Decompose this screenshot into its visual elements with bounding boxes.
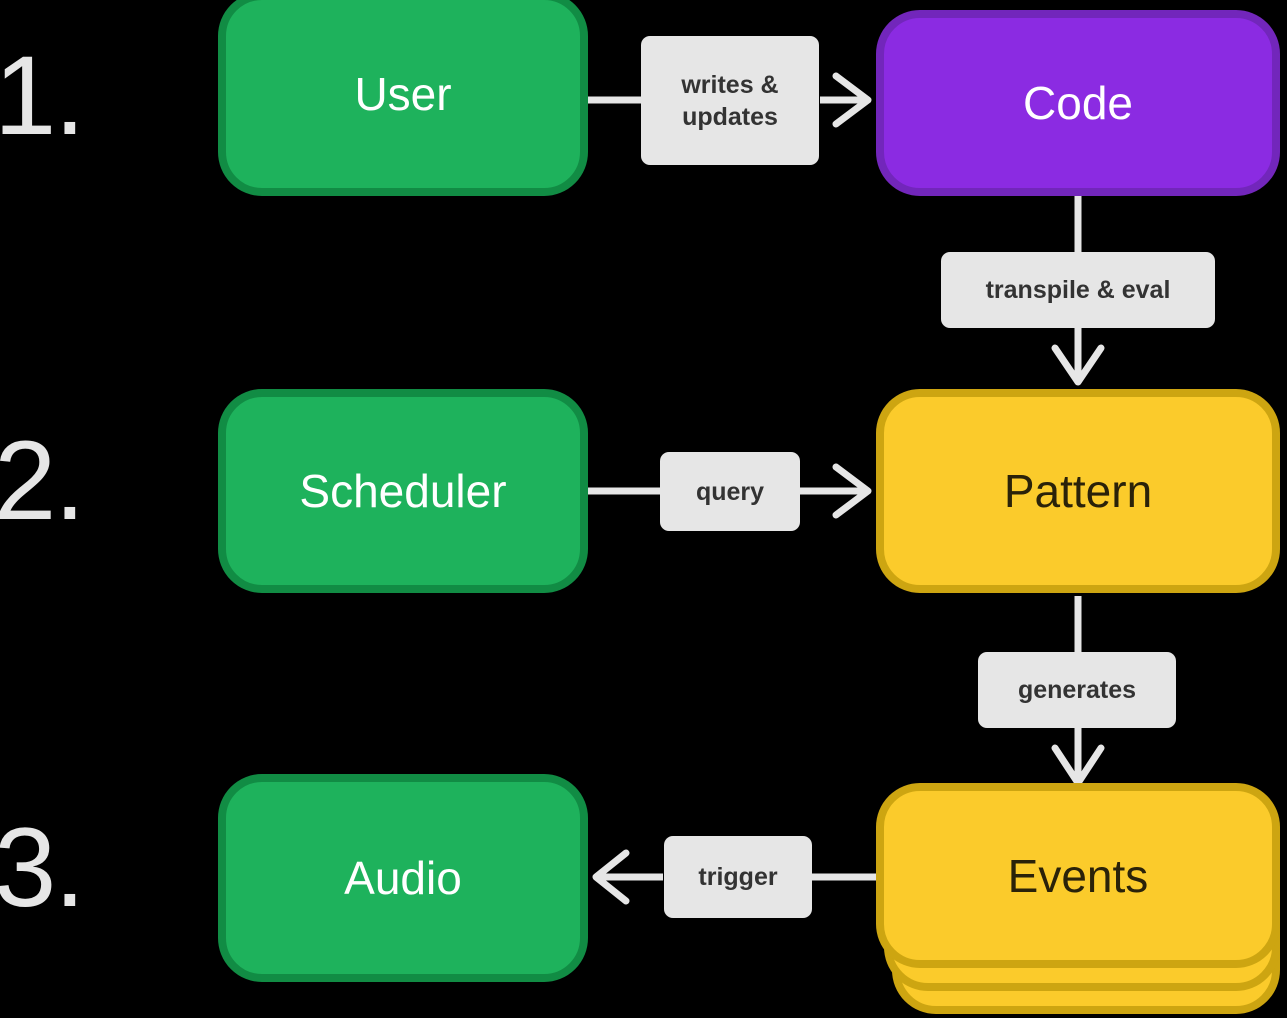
arrowhead-code-pattern [1051, 344, 1105, 386]
edge-label-transpile-eval: transpile & eval [941, 252, 1215, 328]
node-audio[interactable]: Audio [218, 774, 588, 982]
edge-label-line-1: transpile & eval [985, 276, 1171, 304]
edge-label-line-1: generates [1017, 676, 1137, 704]
edge-label-line-1: writes & [681, 70, 779, 99]
arrowhead-pattern-events [1051, 744, 1105, 787]
edge-label-line-1: trigger [698, 863, 778, 891]
edge-label-writes-updates: writes & updates [641, 36, 819, 165]
edge-label-line-1: query [695, 477, 765, 506]
arrowhead-events-audio [592, 849, 630, 905]
edge-label-generates: generates [978, 652, 1176, 728]
edge-label-trigger: trigger [664, 836, 812, 918]
node-events-layer-1: Events [876, 783, 1280, 968]
step-number-2: 2. [0, 418, 85, 543]
node-events[interactable]: Events [876, 783, 1280, 1018]
edge-label-line-2: updates [682, 102, 778, 131]
step-number-1: 1. [0, 33, 85, 158]
edge-label-query: query [660, 452, 800, 531]
node-code[interactable]: Code [876, 10, 1280, 196]
arrowhead-user-code [832, 72, 872, 128]
node-scheduler[interactable]: Scheduler [218, 389, 588, 593]
node-user[interactable]: User [218, 0, 588, 196]
step-number-3: 3. [0, 805, 85, 930]
node-pattern[interactable]: Pattern [876, 389, 1280, 593]
arrowhead-scheduler-pattern [832, 463, 872, 519]
